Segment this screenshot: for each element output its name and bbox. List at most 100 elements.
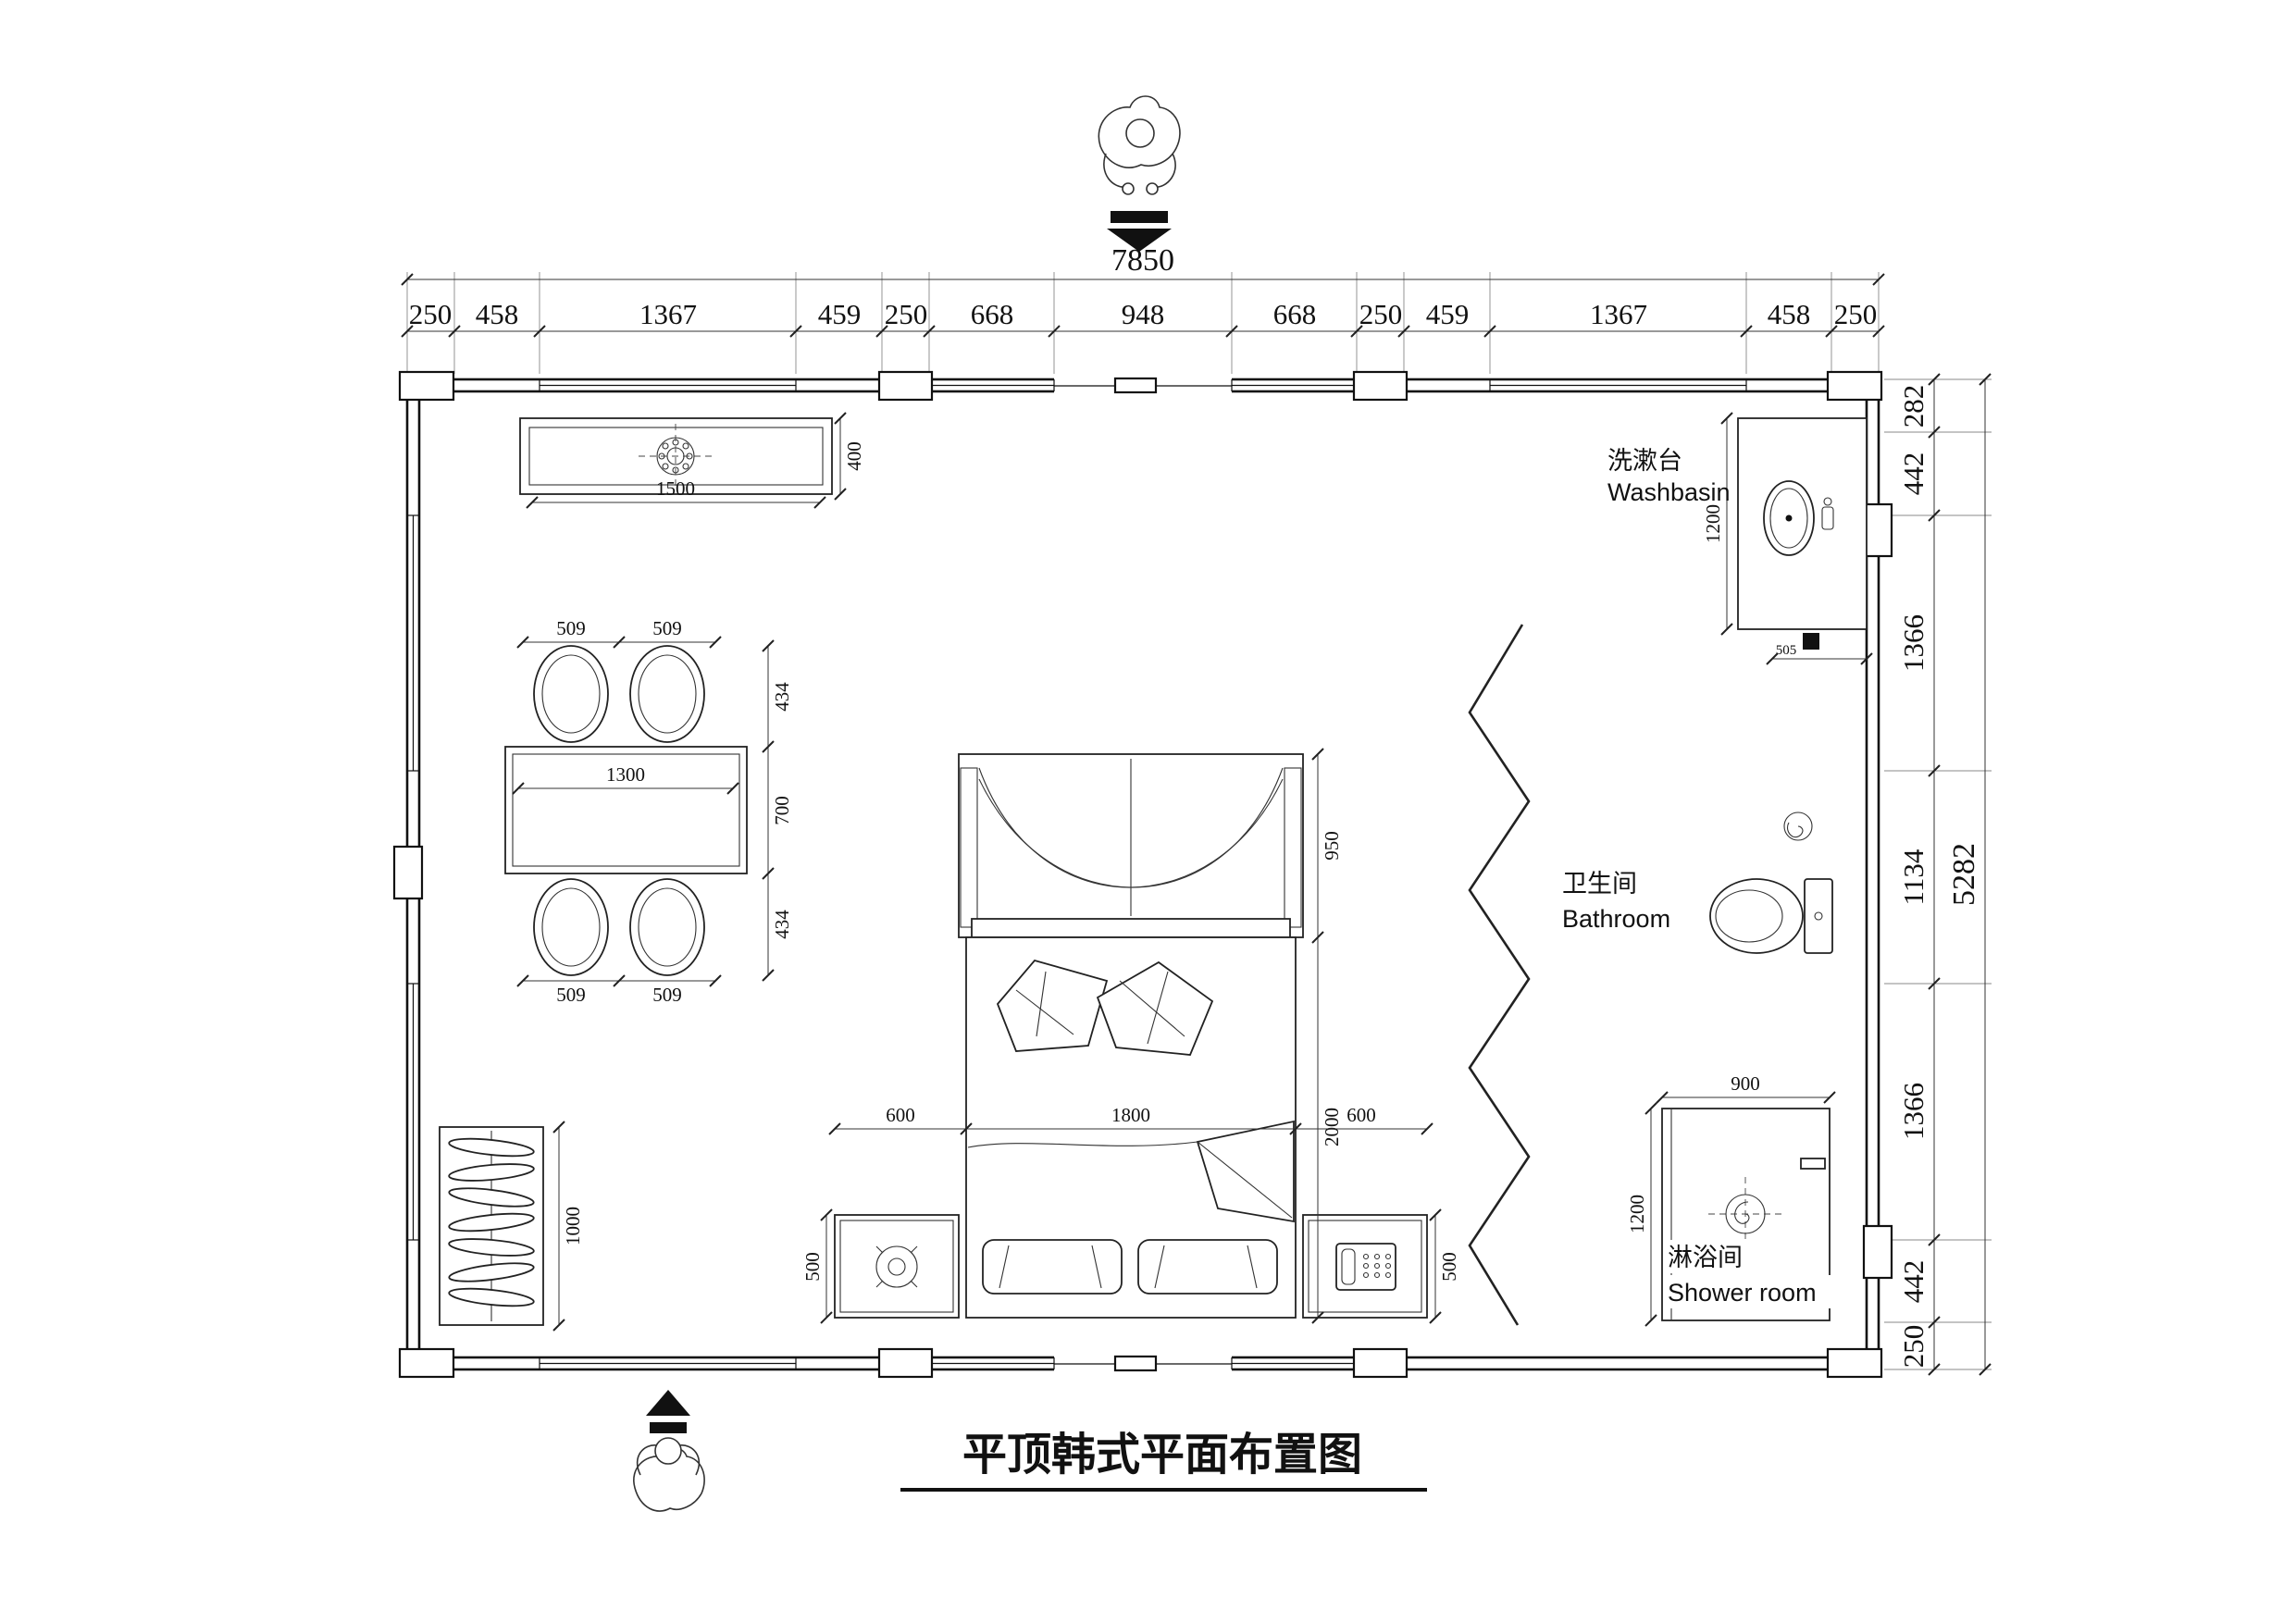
hanger-icon: [448, 1187, 535, 1208]
floor-drain: [1803, 633, 1819, 650]
dim-top-4: 250: [885, 298, 928, 330]
column: [1862, 1224, 1893, 1280]
dim-top-5: 668: [971, 298, 1014, 330]
light-fixture-icon: [656, 437, 695, 476]
label-shower-en: Shower room: [1668, 1279, 1817, 1307]
dim-nightstand-left: 500: [801, 1252, 824, 1282]
label-washbasin-zh: 洗漱台: [1607, 447, 1682, 475]
right-dimension-chain: 282 442 1366 1134 1366 442 250 5282: [1883, 373, 1992, 1376]
washbasin-area: 1200 505 洗漱台 Washbasin: [1607, 412, 1873, 665]
column: [392, 845, 424, 900]
chair: [629, 878, 705, 976]
dim-dining-side-top: 434: [771, 682, 793, 712]
dim-right-3: 1134: [1897, 849, 1930, 905]
wardrobe: 1000: [439, 1121, 584, 1332]
dim-bed-length: 2000: [1321, 1108, 1343, 1146]
entry-arrow-up-icon: [646, 1390, 690, 1416]
dim-basin-offset: 505: [1776, 643, 1797, 658]
column: [398, 1347, 455, 1379]
telephone-icon: [1335, 1243, 1396, 1291]
bed-group: 950 2000 600 1800 600 500 500: [801, 748, 1460, 1324]
ceiling-light: 1500 400: [519, 412, 865, 509]
cushion: [996, 959, 1109, 1052]
dim-chair-top-left: 509: [556, 617, 586, 639]
dim-shower-width: 900: [1731, 1072, 1760, 1095]
dim-light-depth: 400: [843, 441, 865, 471]
entry-arrow-bar: [650, 1422, 687, 1433]
dim-wardrobe: 1000: [562, 1207, 584, 1245]
title-text: 平顶韩式平面布置图: [962, 1431, 1362, 1480]
pillow: [982, 1239, 1123, 1295]
blanket-edge: [967, 1141, 1198, 1148]
label-washbasin-en: Washbasin: [1607, 478, 1731, 506]
shower-area: 900 1200 淋浴间 Shower room: [1626, 1072, 1840, 1327]
dim-chair-top-right: 509: [652, 617, 682, 639]
dim-shower-depth: 1200: [1626, 1195, 1648, 1233]
nightstand-left: [834, 1214, 960, 1319]
column: [1352, 370, 1409, 402]
dim-total-width: 7850: [1111, 243, 1174, 278]
hanger-icon: [448, 1262, 535, 1282]
dining-set: 1300 509 509 509 509 434 700 434: [504, 617, 793, 1006]
dim-bed-row-1: 1800: [1111, 1104, 1150, 1126]
dim-top-7: 668: [1273, 298, 1317, 330]
hanger-icon: [448, 1137, 535, 1158]
walls: [392, 370, 1893, 1379]
dim-nightstand-right: 500: [1438, 1252, 1460, 1282]
dim-top-10: 1367: [1590, 298, 1647, 330]
dim-right-0: 282: [1897, 385, 1930, 428]
drain-spiral-icon: [1783, 812, 1813, 841]
shower-door-handle: [1800, 1158, 1826, 1170]
hanger-icon: [448, 1287, 535, 1307]
hanger-icon: [448, 1212, 535, 1233]
toilet-tank: [1804, 878, 1833, 954]
column: [398, 370, 455, 402]
dim-top-2: 1367: [639, 298, 697, 330]
dim-top-11: 458: [1768, 298, 1811, 330]
column: [1352, 1347, 1409, 1379]
faucet-icon: [1821, 506, 1834, 530]
dim-dining-side-bottom: 434: [771, 910, 793, 939]
shower-head-icon: [1725, 1194, 1766, 1234]
chair: [629, 645, 705, 743]
hanger-icon: [448, 1238, 535, 1257]
dim-canopy: 950: [1321, 831, 1343, 861]
dim-table-width: 1300: [606, 763, 645, 786]
dim-top-1: 458: [476, 298, 519, 330]
entry-arrow-bar: [1111, 211, 1168, 223]
dim-bed-row-0: 600: [886, 1104, 915, 1126]
dim-right-4: 1366: [1897, 1083, 1930, 1140]
dim-top-12: 250: [1834, 298, 1878, 330]
dim-right-5: 442: [1897, 1260, 1930, 1304]
dim-top-3: 459: [818, 298, 862, 330]
pillow: [1137, 1239, 1278, 1295]
dim-light-width: 1500: [656, 477, 695, 500]
column: [877, 370, 934, 402]
entry-top: [1098, 95, 1181, 252]
top-door-leaf: [1113, 377, 1158, 394]
dim-right-2: 1366: [1897, 614, 1930, 672]
cushion: [1096, 960, 1214, 1056]
dim-chair-bottom-right: 509: [652, 984, 682, 1006]
column: [877, 1347, 934, 1379]
dim-top-6: 948: [1122, 298, 1165, 330]
top-dimension-chain: 7850 250 458 1367 459 250 668 948 668 25…: [401, 243, 1885, 375]
chair: [533, 645, 609, 743]
dim-basin-length: 1200: [1702, 504, 1724, 543]
folding-partition: [1468, 624, 1531, 1326]
dim-bed-row-2: 600: [1347, 1104, 1376, 1126]
dining-table: [504, 746, 748, 874]
chair: [533, 878, 609, 976]
label-bathroom-en: Bathroom: [1562, 905, 1670, 933]
entry-arrow-down-icon: [1107, 229, 1172, 252]
person-bottom-icon: [633, 1437, 705, 1512]
column: [1862, 502, 1893, 558]
column: [1826, 1347, 1883, 1379]
dim-top-9: 459: [1426, 298, 1470, 330]
dim-right-6: 250: [1897, 1325, 1930, 1369]
label-shower-zh: 淋浴间: [1668, 1244, 1743, 1271]
person-top-icon: [1098, 95, 1181, 195]
dim-chair-bottom-left: 509: [556, 984, 586, 1006]
dim-dining-side-mid: 700: [771, 796, 793, 825]
